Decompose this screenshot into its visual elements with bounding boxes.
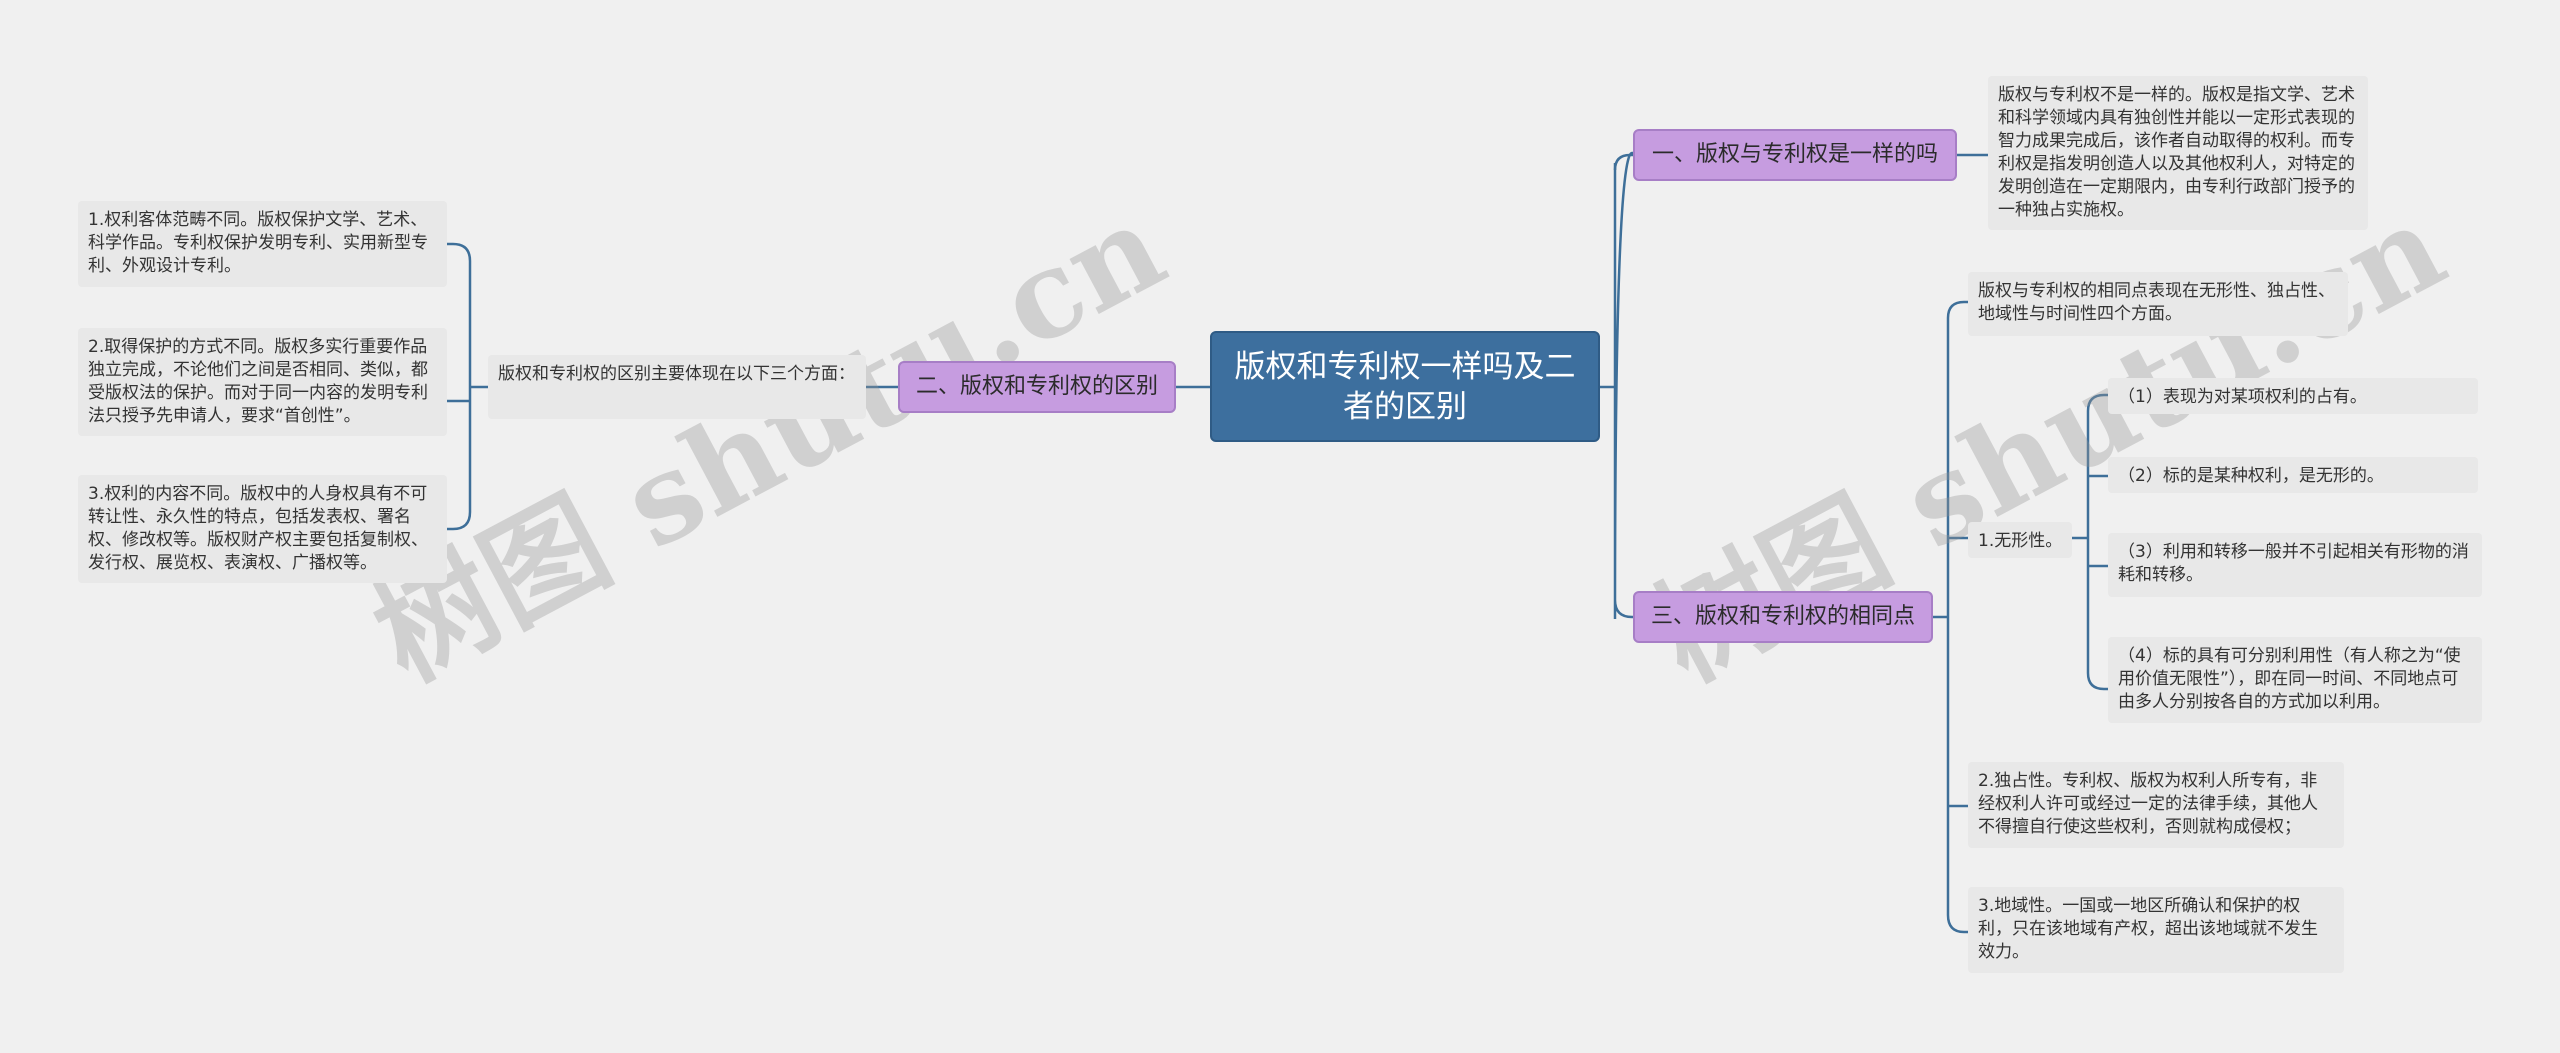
branch-label: 三、版权和专利权的相同点 (1650, 604, 1915, 629)
leaf-intangible-2[interactable]: （2）标的是某种权利，是无形的。 (2108, 457, 2478, 493)
leaf-text: （1）表现为对某项权利的占有。 (2118, 387, 2367, 407)
branch-similarities[interactable]: 三、版权和专利权的相同点 (1633, 591, 1933, 643)
leaf-text: （4）标的具有可分别利用性（有人称之为“使用价值无限性”），即在同一时间、不同地… (2118, 646, 2461, 712)
leaf-difference-1[interactable]: 1.权利客体范畴不同。版权保护文学、艺术、科学作品。专利权保护发明专利、实用新型… (78, 201, 447, 287)
leaf-difference-3[interactable]: 3.权利的内容不同。版权中的人身权具有不可转让性、永久性的特点，包括发表权、署名… (78, 475, 447, 583)
leaf-intangible[interactable]: 1.无形性。 (1968, 522, 2072, 558)
leaf-text: 版权与专利权不是一样的。版权是指文学、艺术和科学领域内具有独创性并能以一定形式表… (1998, 85, 2355, 220)
leaf-text: （3）利用和转移一般并不引起相关有形物的消耗和转移。 (2118, 542, 2469, 585)
leaf-text: 版权和专利权的区别主要体现在以下三个方面： (498, 364, 855, 384)
branch-label: 二、版权和专利权的区别 (915, 374, 1158, 399)
root-topic[interactable]: 版权和专利权一样吗及二者的区别 (1210, 331, 1600, 442)
leaf-differences-intro[interactable]: 版权和专利权的区别主要体现在以下三个方面： (488, 355, 866, 419)
root-title: 版权和专利权一样吗及二者的区别 (1234, 348, 1576, 425)
leaf-intangible-4[interactable]: （4）标的具有可分别利用性（有人称之为“使用价值无限性”），即在同一时间、不同地… (2108, 637, 2482, 723)
leaf-similarities-intro[interactable]: 版权与专利权的相同点表现在无形性、独占性、地域性与时间性四个方面。 (1968, 272, 2348, 336)
leaf-exclusive[interactable]: 2.独占性。专利权、版权为权利人所专有，非经权利人许可或经过一定的法律手续，其他… (1968, 762, 2344, 848)
leaf-difference-2[interactable]: 2.取得保护的方式不同。版权多实行重要作品独立完成，不论他们之间是否相同、类似，… (78, 328, 447, 436)
leaf-text: 版权与专利权的相同点表现在无形性、独占性、地域性与时间性四个方面。 (1978, 281, 2335, 324)
leaf-text: 2.取得保护的方式不同。版权多实行重要作品独立完成，不论他们之间是否相同、类似，… (88, 337, 428, 426)
leaf-text: 2.独占性。专利权、版权为权利人所专有，非经权利人许可或经过一定的法律手续，其他… (1978, 771, 2318, 837)
leaf-intangible-1[interactable]: （1）表现为对某项权利的占有。 (2108, 378, 2478, 414)
leaf-text: 1.权利客体范畴不同。版权保护文学、艺术、科学作品。专利权保护发明专利、实用新型… (88, 210, 428, 276)
leaf-intangible-3[interactable]: （3）利用和转移一般并不引起相关有形物的消耗和转移。 (2108, 533, 2482, 597)
branch-label: 一、版权与专利权是一样的吗 (1651, 142, 1938, 167)
branch-same-or-not[interactable]: 一、版权与专利权是一样的吗 (1633, 129, 1957, 181)
leaf-text: 3.权利的内容不同。版权中的人身权具有不可转让性、永久性的特点，包括发表权、署名… (88, 484, 428, 573)
leaf-territorial[interactable]: 3.地域性。一国或一地区所确认和保护的权利，只在该地域有产权，超出该地域就不发生… (1968, 887, 2344, 973)
branch-differences[interactable]: 二、版权和专利权的区别 (898, 361, 1176, 413)
leaf-text: 1.无形性。 (1978, 531, 2063, 551)
leaf-text: （2）标的是某种权利，是无形的。 (2118, 466, 2384, 486)
leaf-same-or-not-text[interactable]: 版权与专利权不是一样的。版权是指文学、艺术和科学领域内具有独创性并能以一定形式表… (1988, 76, 2368, 230)
leaf-text: 3.地域性。一国或一地区所确认和保护的权利，只在该地域有产权，超出该地域就不发生… (1978, 896, 2318, 962)
